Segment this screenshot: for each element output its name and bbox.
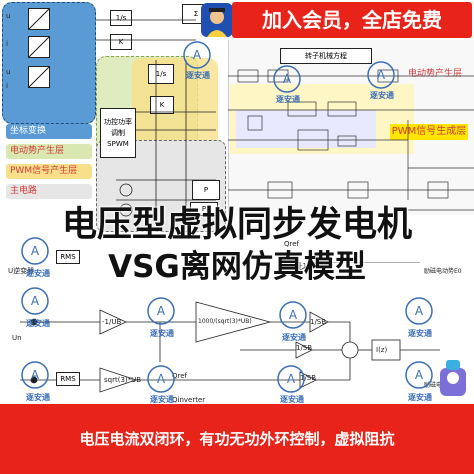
spwm-line-2: 调制: [111, 128, 125, 137]
abc-dq-block-2: [28, 36, 50, 58]
p-output-block: P: [192, 180, 220, 200]
watermark-logo-icon: A: [277, 365, 305, 393]
pwm-layer-label: PWM信号生成层: [390, 124, 468, 140]
watermark-text: 逐安通: [408, 329, 432, 338]
gain-sb4-label: 1/SB: [300, 374, 317, 382]
watermark-logo-icon: A: [147, 365, 175, 393]
watermark-logo-icon: A: [405, 361, 433, 389]
gain-sqrt2-label: sqrt(3)*UB: [104, 376, 142, 384]
mascot-icon: [440, 360, 466, 396]
rms-label-2: RMS: [60, 374, 76, 383]
integrator-label: I(z): [376, 346, 388, 354]
watermark-text: 逐安通: [26, 319, 50, 328]
svg-text:A: A: [31, 368, 40, 382]
legend-coordinate-transform: 坐标变换: [6, 124, 92, 139]
watermark-logo-icon: A: [273, 65, 301, 93]
watermark-logo-icon: A: [279, 301, 307, 329]
svg-text:A: A: [157, 304, 166, 318]
legend-emf: 电动势产生层: [6, 144, 92, 159]
member-banner[interactable]: 加入会员，全店免费: [232, 2, 472, 38]
svg-text:A: A: [157, 372, 166, 386]
watermark-logo-icon: A: [21, 237, 49, 265]
gain-sqrt-label: 1000/(sqrt(3)*UB): [198, 318, 252, 325]
watermark-logo-icon: A: [21, 287, 49, 315]
spwm-line-3: SPWM: [107, 139, 129, 148]
top-left-wires: [96, 19, 216, 220]
signal-label: u: [6, 68, 11, 76]
svg-text:A: A: [31, 294, 40, 308]
rms-label-1: RMS: [60, 252, 76, 261]
rms-block-2: RMS: [56, 372, 80, 386]
svg-text:A: A: [377, 68, 386, 82]
signal-label: i: [6, 40, 8, 48]
watermark-text: 逐安通: [26, 269, 50, 278]
bottom-wires: [20, 262, 440, 393]
watermark-text: 逐安通: [150, 395, 174, 404]
u-inverter-label: U逆变器: [8, 267, 35, 275]
gain-block: 1/s: [110, 10, 132, 26]
un-label: Un: [12, 334, 22, 342]
gain-sb2-label: 1/SB: [310, 318, 327, 326]
signal-label: i: [6, 82, 8, 90]
feature-footer: 电压电流双闭环，有功无功外环控制，虚拟阻抗: [0, 404, 474, 474]
watermark-logo-icon: A: [183, 41, 211, 69]
gain-block: 1/s: [148, 64, 174, 84]
svg-text:A: A: [415, 368, 424, 382]
watermark-text: 逐安通: [150, 329, 174, 338]
watermark-logo-icon: A: [21, 361, 49, 389]
p-output-label-2: P: [201, 204, 207, 213]
spwm-line-1: 功控功率: [104, 117, 132, 126]
svg-text:A: A: [31, 244, 40, 258]
watermark-text: 逐安通: [370, 91, 394, 100]
qref-top-label: Qref: [284, 240, 300, 248]
abc-dq-block-1: [28, 8, 50, 30]
rotor-equation-block: 转子机械方程: [280, 48, 372, 64]
main-title: 电压型虚拟同步发电机: [61, 205, 412, 245]
watermark-text: 逐安通: [280, 395, 304, 404]
watermark-text: 逐安通: [408, 393, 432, 402]
watermark-logo-icon: A: [405, 297, 433, 325]
svg-text:A: A: [415, 304, 424, 318]
gain-sb1-label: -1/SB: [300, 262, 319, 270]
rms-block-1: RMS: [56, 250, 80, 264]
gain-1ub-label: -1/UB: [102, 318, 122, 326]
qinverter-label: Qinverter: [172, 396, 206, 404]
svg-text:A: A: [289, 308, 298, 322]
spwm-block: 功控功率 调制 SPWM: [100, 108, 136, 158]
e0-label-1: 励磁电动势E0: [424, 268, 462, 275]
p-output-label: P: [203, 185, 209, 194]
watermark-text: 逐安通: [26, 393, 50, 402]
legend-main-circuit: 主电路: [6, 184, 92, 199]
svg-text:A: A: [287, 372, 296, 386]
user-avatar-icon: [201, 3, 233, 37]
svg-text:A: A: [283, 72, 292, 86]
qref-label: Qref: [172, 372, 188, 380]
watermark-text: 逐安通: [276, 95, 300, 104]
watermark-logo-icon: A: [367, 61, 395, 89]
emf-layer-label: 电动势产生层: [408, 69, 463, 79]
power-calc-block: [28, 66, 50, 88]
legend-pwm: PWM信号产生层: [6, 164, 92, 179]
watermark-text: 逐安通: [282, 333, 306, 342]
signal-label: u: [6, 12, 11, 20]
svg-text:A: A: [193, 48, 202, 62]
sub-title: VSG离网仿真模型: [108, 249, 366, 285]
p-output-block-2: P: [190, 202, 218, 216]
gain-sb3-label: 1/SB: [296, 344, 313, 352]
rotor-equation-label: 转子机械方程: [305, 51, 347, 60]
top-right-wires: [228, 69, 474, 211]
gain-block: K: [110, 34, 132, 50]
watermark-logo-icon: A: [147, 297, 175, 325]
watermark-text: 逐安通: [186, 71, 210, 80]
